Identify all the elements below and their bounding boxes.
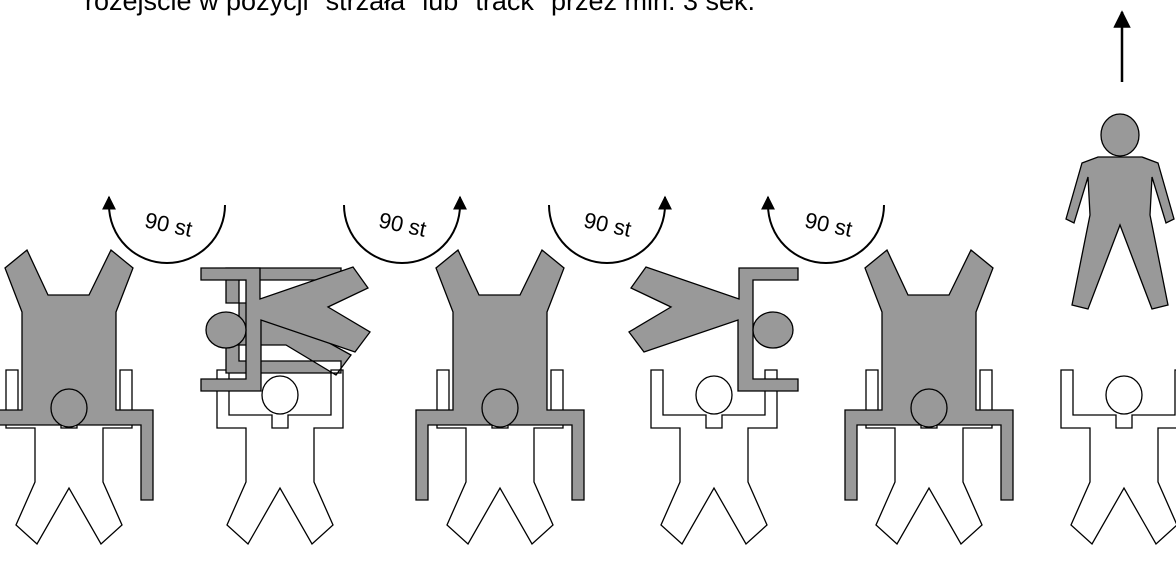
rotation-label-4: 90 st [803,207,855,241]
rotation-arrow-3 [548,195,672,264]
rotation-arrow-4 [761,195,885,264]
flyer-figure-sideways-right [628,266,799,392]
formation-3 [415,249,585,545]
flyer-figure-sideways-left [200,266,371,392]
rotation-label-3: 90 st [582,207,634,241]
rotation-label-2: 90 st [377,207,429,241]
instruction-caption: rozejście w pozycji "strzała" lub "track… [85,0,756,16]
formation-5 [844,249,1014,545]
rotation-arrows [102,195,885,264]
base-figure [650,369,778,545]
standing-flyer-figure [1065,113,1175,310]
base-figure [216,369,344,545]
rotation-arrow-2 [343,195,467,264]
rotation-arrow-1 [102,195,226,264]
formation-4 [650,369,778,545]
base-figure [1060,369,1176,545]
formation-1 [0,249,154,545]
formation-6 [1060,10,1176,545]
rotation-label-1: 90 st [143,207,195,241]
